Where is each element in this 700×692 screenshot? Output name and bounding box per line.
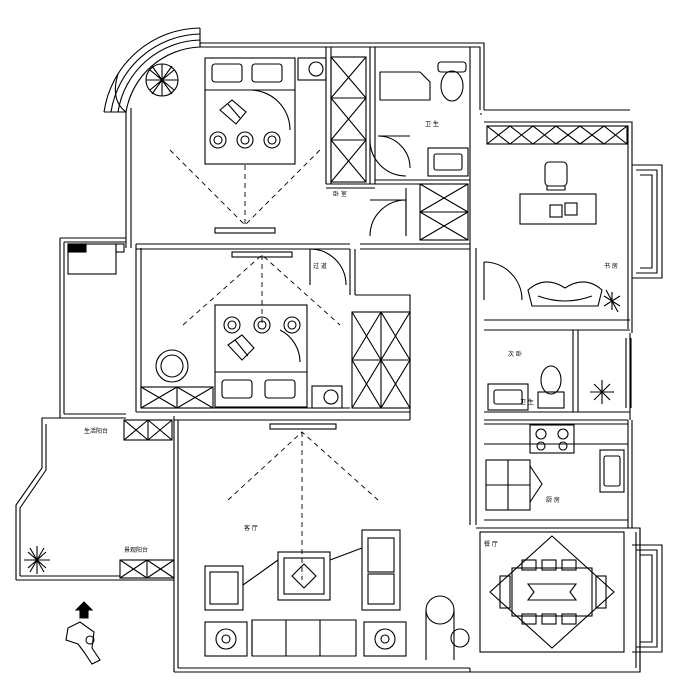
interior-walls xyxy=(135,47,630,529)
label-dining-room: 餐 厅 xyxy=(484,540,498,548)
room-labels: 卧 室 卫 生 过 道 书 房 次 卧 卫 生 厨 房 客 厅 餐 厅 生活阳台… xyxy=(84,120,618,554)
label-bedroom-2: 次 卧 xyxy=(508,350,522,358)
label-kitchen: 厨 房 xyxy=(546,496,560,504)
balcony-appliance xyxy=(67,243,125,275)
sink-icon xyxy=(487,365,565,411)
dining-table-icon xyxy=(479,531,625,653)
sofa-icon xyxy=(204,529,470,660)
entry-arrow-icon xyxy=(65,601,101,665)
label-corridor: 过 道 xyxy=(313,262,327,270)
light-lines xyxy=(169,149,379,580)
label-bathroom-1: 卫 生 xyxy=(425,120,439,128)
doors xyxy=(249,89,523,363)
toilet-icon xyxy=(379,61,469,177)
bed-icon xyxy=(204,57,327,165)
bed-icon-2 xyxy=(155,304,343,409)
label-bathroom-2: 卫 生 xyxy=(520,398,534,406)
outer-walls xyxy=(15,42,641,673)
label-bedroom-1: 卧 室 xyxy=(333,190,347,198)
kitchen-counter xyxy=(484,424,628,511)
round-balcony xyxy=(103,27,201,113)
plant-icon xyxy=(24,63,621,574)
study-furniture xyxy=(519,161,603,307)
label-balcony-2: 景观阳台 xyxy=(124,546,148,554)
label-study: 书 房 xyxy=(604,262,618,270)
wardrobe-icon xyxy=(119,56,628,579)
study-window xyxy=(625,164,663,653)
light-bars xyxy=(214,227,337,430)
label-living-room: 客 厅 xyxy=(244,524,258,532)
label-balcony-1: 生活阳台 xyxy=(84,427,108,435)
